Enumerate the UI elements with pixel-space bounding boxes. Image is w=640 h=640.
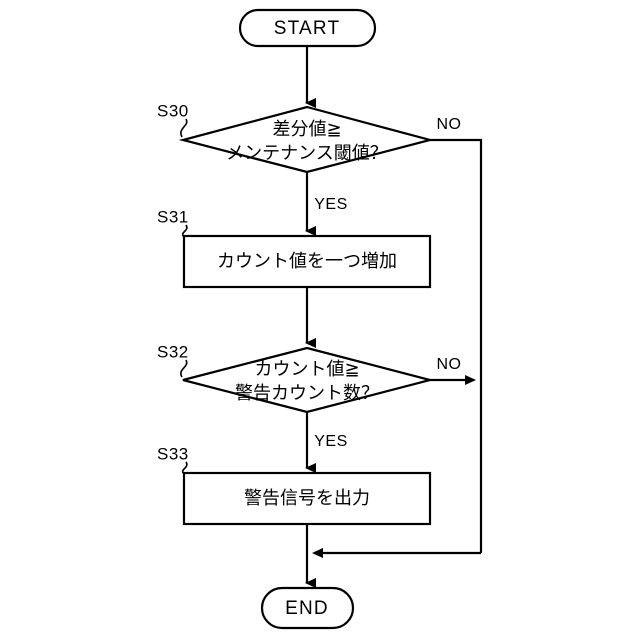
branch-label-s30-no: NO bbox=[437, 116, 462, 133]
node-s31-process[interactable]: カウント値を一つ増加 bbox=[182, 234, 432, 289]
node-s30-decision[interactable]: 差分値≧ メンテナンス閾値？ bbox=[178, 105, 435, 174]
step-id-s33: S33 bbox=[157, 444, 189, 463]
start-terminator-shape bbox=[238, 8, 377, 48]
branch-label-s30-yes: YES bbox=[314, 196, 348, 213]
s33-box-shape bbox=[182, 471, 432, 526]
s32-diamond-shape bbox=[182, 346, 435, 414]
node-start[interactable]: START bbox=[238, 8, 377, 48]
s31-label: カウント値を一つ増加 bbox=[217, 251, 397, 271]
s33-label: 警告信号を出力 bbox=[244, 488, 370, 508]
leader-line-s30 bbox=[180, 118, 188, 138]
s30-label-line2: メンテナンス閾値？ bbox=[226, 143, 388, 163]
end-label: END bbox=[285, 598, 329, 619]
s32-label-line1: カウント値≧ bbox=[254, 359, 359, 379]
node-s32-decision[interactable]: カウント値≧ 警告カウント数？ bbox=[182, 346, 435, 414]
branch-label-s32-no: NO bbox=[437, 356, 462, 373]
s30-diamond-shape bbox=[178, 105, 435, 174]
end-terminator-shape bbox=[260, 586, 355, 630]
step-id-s31: S31 bbox=[157, 207, 189, 226]
connector-s30-no-bypass bbox=[430, 138, 483, 553]
node-s33-process[interactable]: 警告信号を出力 bbox=[182, 471, 432, 526]
branch-label-s32-yes: YES bbox=[314, 433, 348, 450]
leader-line-s32 bbox=[180, 359, 188, 378]
s30-label-line1: 差分値≧ bbox=[272, 119, 341, 139]
node-end[interactable]: END bbox=[260, 586, 355, 630]
s31-box-shape bbox=[182, 234, 432, 289]
step-id-s30: S30 bbox=[157, 101, 189, 120]
step-id-s32: S32 bbox=[157, 342, 189, 361]
s32-label-line2: 警告カウント数？ bbox=[235, 383, 379, 403]
start-label: START bbox=[274, 18, 341, 39]
